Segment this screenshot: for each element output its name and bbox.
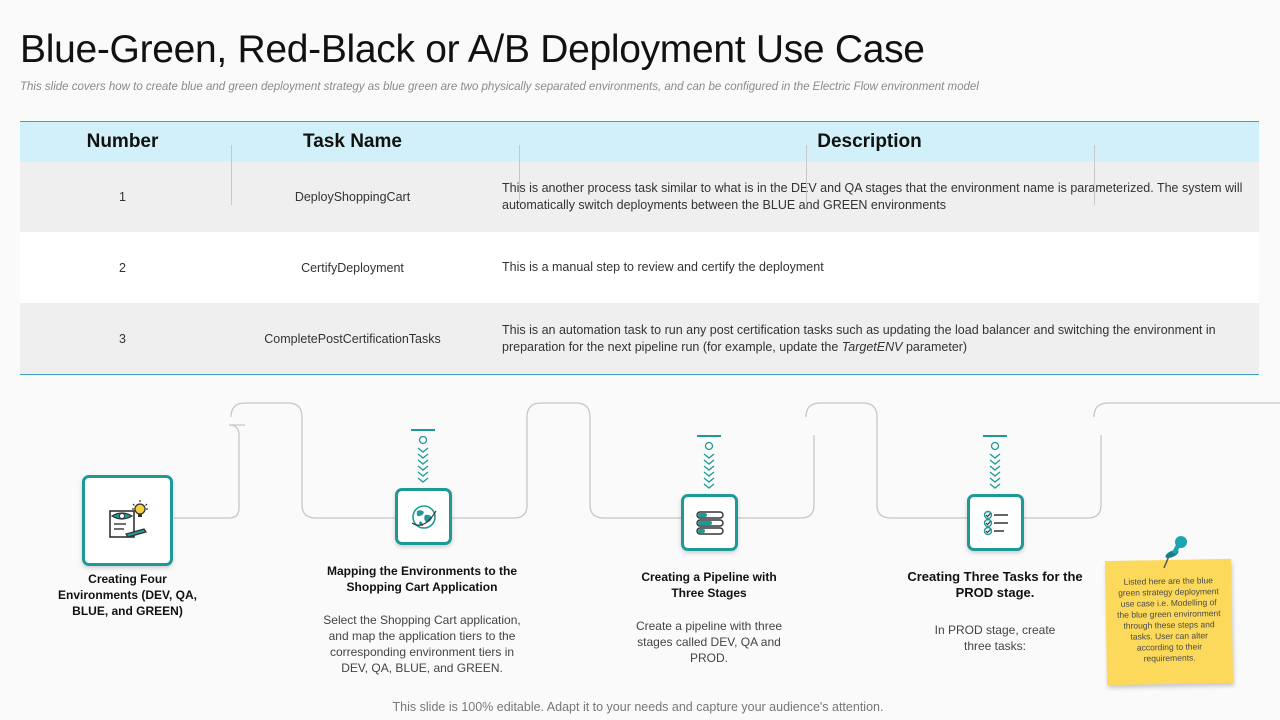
sticky-note-text: Listed here are the blue green strategy …	[1117, 575, 1221, 664]
column-divider	[231, 145, 232, 205]
checklist-icon	[983, 510, 1008, 535]
pushpin-icon	[1163, 536, 1187, 569]
pipeline-icon	[695, 510, 724, 535]
drop-marker	[697, 435, 721, 489]
drop-marker	[411, 429, 435, 483]
step-2-icon-box	[395, 488, 452, 545]
table-row: 2 CertifyDeployment This is a manual ste…	[20, 232, 1259, 303]
cell-number: 1	[119, 190, 126, 204]
step-3-title: Creating a Pipeline with Three Stages	[641, 570, 777, 600]
cell-description: This is another process task similar to …	[502, 181, 1243, 212]
step-3-icon-box	[681, 494, 738, 551]
header-number: Number	[86, 131, 159, 152]
footer-text: This slide is 100% editable. Adapt it to…	[392, 700, 884, 714]
table-row: 3 CompletePostCertificationTasks This is…	[20, 303, 1259, 374]
sticky-note: Listed here are the blue green strategy …	[1104, 558, 1234, 686]
process-connector	[174, 402, 1280, 519]
step-1-icon-box	[82, 475, 173, 566]
header-task-name: Task Name	[303, 131, 402, 152]
cell-number: 2	[119, 260, 126, 275]
step-4-title: Creating Three Tasks for the PROD stage.	[907, 569, 1083, 600]
globe-icon	[411, 504, 437, 529]
cell-task-name: CertifyDeployment	[301, 260, 404, 275]
cell-task-name: CompletePostCertificationTasks	[264, 331, 441, 346]
column-divider	[1094, 145, 1095, 205]
table-row: 1 DeployShoppingCart This is another pro…	[20, 162, 1259, 232]
drop-marker	[983, 435, 1007, 489]
table-header: Number Task Name Description	[20, 121, 1259, 162]
cell-description: This is a manual step to review and cert…	[502, 260, 824, 274]
step-4-description: In PROD stage, create three tasks:	[934, 623, 1056, 653]
step-2-description: Select the Shopping Cart application, an…	[323, 613, 521, 675]
step-1-title: Creating Four Environments (DEV, QA, BLU…	[58, 572, 197, 618]
page-title: Blue-Green, Red-Black or A/B Deployment …	[20, 28, 925, 71]
column-divider	[519, 145, 520, 205]
description-text: parameter)	[902, 339, 968, 354]
tasks-table: Number Task Name Description 1 DeploySho…	[20, 121, 1259, 375]
page-subtitle: This slide covers how to create blue and…	[20, 81, 979, 93]
description-text: This is an automation task to run any po…	[502, 322, 1216, 354]
header-description: Description	[817, 131, 922, 152]
step-4-icon-box	[967, 494, 1024, 551]
cell-number: 3	[119, 331, 126, 346]
step-2-title: Mapping the Environments to the Shopping…	[326, 564, 517, 594]
description-emphasis: TargetENV	[841, 339, 903, 354]
idea-document-icon	[108, 499, 148, 538]
cell-task-name: DeployShoppingCart	[294, 190, 411, 204]
column-divider	[806, 145, 807, 205]
cell-description: This is an automation task to run any po…	[480, 322, 1259, 356]
step-3-description: Create a pipeline with three stages call…	[635, 619, 783, 665]
